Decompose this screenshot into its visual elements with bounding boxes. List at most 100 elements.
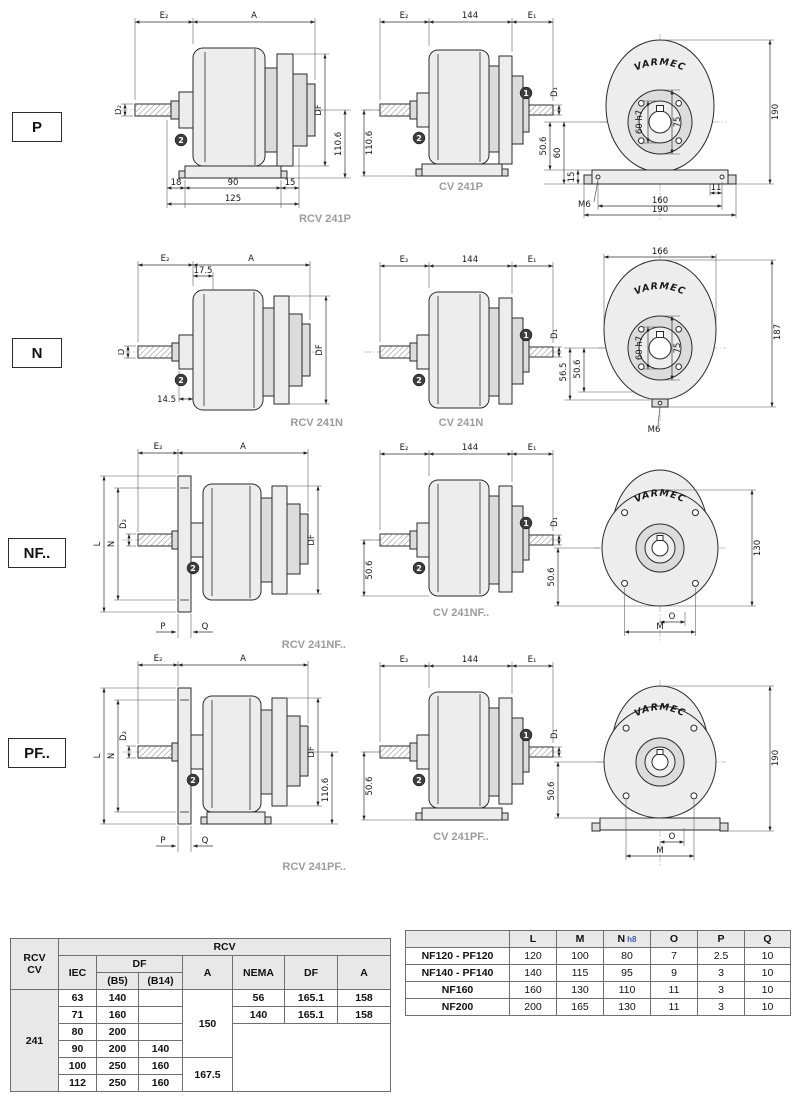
col-header-df-group: DF	[96, 955, 183, 973]
dim-e1-label: E₁	[528, 255, 537, 265]
dim-e2-label: E₂	[400, 655, 409, 665]
dim-pilot-label: 75	[673, 343, 683, 354]
col-header-df: DF	[284, 955, 338, 990]
dim-e1-label: E₁	[528, 443, 537, 453]
table-cell: 160	[96, 1006, 139, 1024]
table-cell: 3	[697, 964, 745, 982]
dimension-lines	[554, 685, 774, 860]
row-label: NF160	[405, 981, 510, 999]
dim-p-label: P	[160, 836, 165, 846]
table-cell: 140	[509, 964, 557, 982]
brand-logo: VARMEC	[633, 702, 688, 720]
drawing-caption: RCV 241N	[290, 417, 343, 429]
thread-label: M6	[648, 425, 661, 435]
dim-a-label: A	[251, 11, 257, 21]
badge-output: 2	[174, 133, 188, 147]
dim-bore-label: 60 h7	[635, 336, 645, 360]
dim-shaft-label: D₂	[119, 731, 129, 741]
col-header-iec: IEC	[58, 955, 97, 990]
dim-input-label: D₁	[550, 87, 560, 97]
drawing-front-241p: VARMEC 190 60 h7 75 50.6 60 15 M6 11 160…	[539, 34, 781, 220]
table-cell: 150	[182, 989, 233, 1058]
gearbox-front-outline	[591, 680, 729, 866]
row-label: NF200	[405, 998, 510, 1016]
table-cell: 140	[232, 1006, 285, 1024]
dim-height-label: 190	[771, 104, 781, 120]
drawing-front-241nf: VARMEC 130 50.6 O M	[547, 469, 763, 642]
dim-foot-label: 90	[228, 178, 239, 188]
table-cell: 250	[96, 1057, 139, 1075]
dimension-lines	[361, 18, 562, 177]
dim-height-label: 110.6	[321, 778, 331, 802]
dimension-lines	[121, 18, 351, 208]
col-header-m: M	[556, 930, 604, 948]
dimension-lines	[100, 661, 338, 852]
drawing-cv-241nf: E₂ 144 E₁ D₁ 50.6 2 1 CV 241NF..	[361, 443, 562, 619]
dim-length-label: 144	[462, 443, 478, 453]
dim-foot-front-label: 18	[171, 178, 182, 188]
gearbox-side-outline	[364, 49, 562, 177]
col-header-b5: (B5)	[96, 972, 139, 990]
dim-height-label: 110.6	[365, 131, 375, 155]
table-cell: 110	[603, 981, 651, 999]
brand-logo: VARMEC	[633, 281, 688, 298]
col-header-l: L	[509, 930, 557, 948]
svg-text:2: 2	[416, 564, 422, 573]
svg-text:2: 2	[190, 564, 196, 573]
col-header-q: Q	[744, 930, 791, 948]
dimension-lines	[544, 39, 774, 218]
dim-o-label: O	[669, 612, 676, 622]
table-row: NF160 160 130 110 11 3 10	[405, 981, 791, 999]
table-row: NF120 - PF120 120 100 80 7 2.5 10	[405, 947, 791, 965]
dim-n-label: N	[107, 541, 117, 547]
table-cell: 56	[232, 989, 285, 1007]
badge-output: 2	[412, 773, 426, 787]
table-cell: 120	[509, 947, 557, 965]
dimension-lines	[554, 489, 756, 636]
table-cell: 80	[603, 947, 651, 965]
dim-a-label: A	[240, 442, 246, 452]
dim-e2-label: E₂	[400, 255, 409, 265]
gearbox-side-outline	[122, 687, 316, 825]
col-header-nema: NEMA	[232, 955, 285, 990]
dim-c1-label: 50.6	[547, 782, 557, 801]
mounting-label-p: P	[12, 112, 62, 142]
drawing-caption: CV 241PF..	[433, 831, 489, 843]
brand-logo: VARMEC	[633, 488, 688, 506]
drawing-rcv-241pf: E₂ A L N D₂ DF 110.6 P Q 2 RCV 241PF..	[93, 654, 346, 873]
table-cell: 140	[138, 1040, 183, 1058]
gearbox-front-outline	[594, 469, 726, 642]
table-cell: 165.1	[284, 1006, 338, 1024]
svg-text:1: 1	[523, 89, 529, 98]
dim-q-label: Q	[202, 622, 209, 632]
dim-e2-label: E₂	[161, 254, 170, 264]
dim-df-label: DF	[307, 534, 317, 546]
table-cell: 160	[138, 1057, 183, 1075]
dim-height-label: 190	[771, 750, 781, 766]
badge-input: 1	[519, 728, 533, 742]
dim-q-label: Q	[202, 836, 209, 846]
drawing-caption: RCV 241P	[299, 213, 351, 225]
badge-input: 1	[519, 328, 533, 342]
badge-output: 2	[412, 373, 426, 387]
dim-a-label: A	[248, 254, 254, 264]
table-row: NF140 - PF140 140 115 95 9 3 10	[405, 964, 791, 982]
drawing-caption: RCV 241PF..	[282, 861, 346, 873]
drawing-front-241n: VARMEC 166 187 56.5 50.6 60 h7 75 M6	[559, 247, 783, 435]
svg-text:2: 2	[416, 376, 422, 385]
table-cell-empty	[231, 1023, 392, 1092]
gearbox-side-outline	[124, 289, 318, 411]
badge-output: 2	[186, 561, 200, 575]
gearbox-front-outline	[583, 34, 737, 220]
dim-length-label: 144	[462, 655, 478, 665]
dim-m-label: M	[656, 622, 663, 632]
dimension-lines	[100, 449, 322, 638]
mounting-label-pf: PF..	[8, 738, 66, 768]
dim-shaft-label: D₂	[119, 519, 129, 529]
table-cell: 158	[336, 989, 392, 1007]
table-cell: 7	[650, 947, 698, 965]
dim-c1-label: 50.6	[539, 137, 549, 156]
table-cell: 140	[96, 989, 139, 1007]
